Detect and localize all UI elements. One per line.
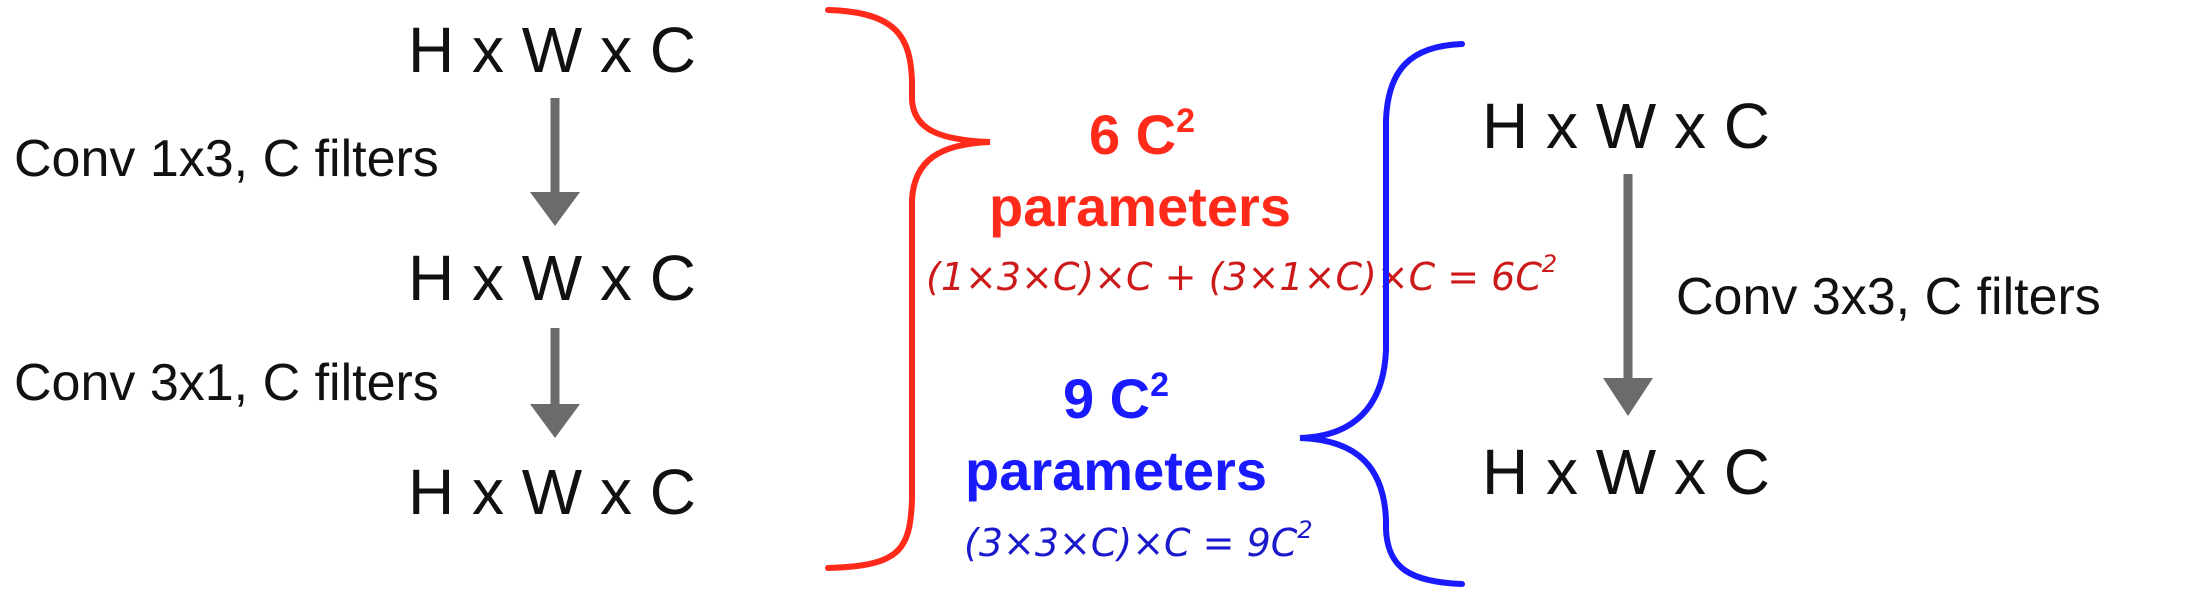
left-tensor-top: H x W x C	[408, 14, 696, 86]
factorized-param-count: 6 C2	[1089, 102, 1195, 166]
full-exponent: 2	[1150, 366, 1169, 404]
factorized-handwritten-note: (1×3×C)×C + (3×1×C)×C = 6C2	[926, 250, 1557, 299]
conv-1x3-label: Conv 1x3, C filters	[14, 130, 439, 188]
arrow-3x1	[530, 328, 580, 438]
full-param-unit: parameters	[965, 439, 1267, 502]
right-tensor-top: H x W x C	[1482, 90, 1770, 162]
full-handwritten-note: (3×3×C)×C = 9C2	[964, 516, 1313, 565]
red-brace	[825, 7, 991, 571]
left-tensor-bottom: H x W x C	[408, 456, 696, 528]
factorized-note-exponent: 2	[1542, 250, 1557, 278]
full-note-exponent: 2	[1297, 516, 1312, 544]
blue-brace	[1299, 41, 1465, 587]
right-tensor-bottom: H x W x C	[1482, 436, 1770, 508]
full-param-count: 9 C2	[1063, 366, 1169, 430]
factorized-exponent: 2	[1176, 102, 1195, 140]
factorized-param-unit: parameters	[989, 175, 1291, 238]
conv-3x3-label: Conv 3x3, C filters	[1676, 268, 2101, 326]
conv-3x1-label: Conv 3x1, C filters	[14, 354, 439, 412]
arrow-1x3	[530, 98, 580, 226]
arrow-3x3	[1603, 174, 1653, 416]
left-tensor-mid: H x W x C	[408, 242, 696, 314]
